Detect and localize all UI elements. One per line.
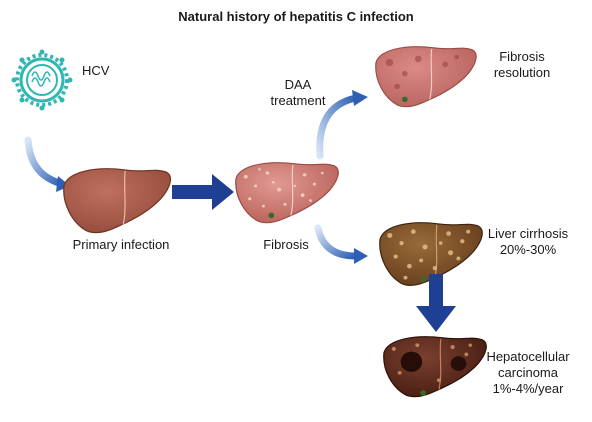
resolution-label-line2: resolution: [493, 65, 551, 80]
fibrosis-label: Fibrosis: [263, 237, 309, 252]
cirrhosis-label-line2: 20%-30%: [499, 242, 557, 257]
arrow-primary-to-fibrosis: [172, 174, 234, 210]
hcc-label: Hepatocellular carcinoma 1%-4%/year: [476, 349, 580, 397]
hcc-label-line2: carcinoma: [498, 365, 558, 380]
daa-label-line1: DAA: [284, 77, 312, 92]
arrow-cirrhosis-to-hcc: [416, 274, 456, 332]
fibrotic-liver-icon: [235, 162, 339, 224]
fibrosis-resolution-label: Fibrosis resolution: [482, 49, 562, 81]
healthy-liver-icon: [63, 168, 172, 234]
arrow-hcv-to-primary: [24, 136, 70, 192]
hcc-label-line3: 1%-4%/year: [492, 381, 564, 396]
liver-cirrhosis-label: Liver cirrhosis 20%-30%: [478, 226, 578, 258]
diagram-title: Natural history of hepatitis C infection: [178, 9, 414, 24]
hcc-label-line1: Hepatocellular: [486, 349, 570, 364]
cirrhotic-liver-icon: [379, 222, 483, 287]
resolution-label-line1: Fibrosis: [499, 49, 545, 64]
daa-treatment-label: DAA treatment: [268, 77, 328, 109]
tumor-liver-icon: [383, 336, 487, 398]
arrow-fibrosis-to-cirrhosis: [314, 224, 368, 264]
daa-label-line2: treatment: [270, 93, 326, 108]
virus-icon: [11, 49, 73, 111]
arrow-fibrosis-to-resolution: [316, 90, 368, 160]
cirrhosis-label-line1: Liver cirrhosis: [487, 226, 569, 241]
hcv-label: HCV: [82, 63, 110, 78]
recovering-liver-icon: [375, 46, 477, 108]
primary-infection-label: Primary infection: [72, 237, 170, 252]
